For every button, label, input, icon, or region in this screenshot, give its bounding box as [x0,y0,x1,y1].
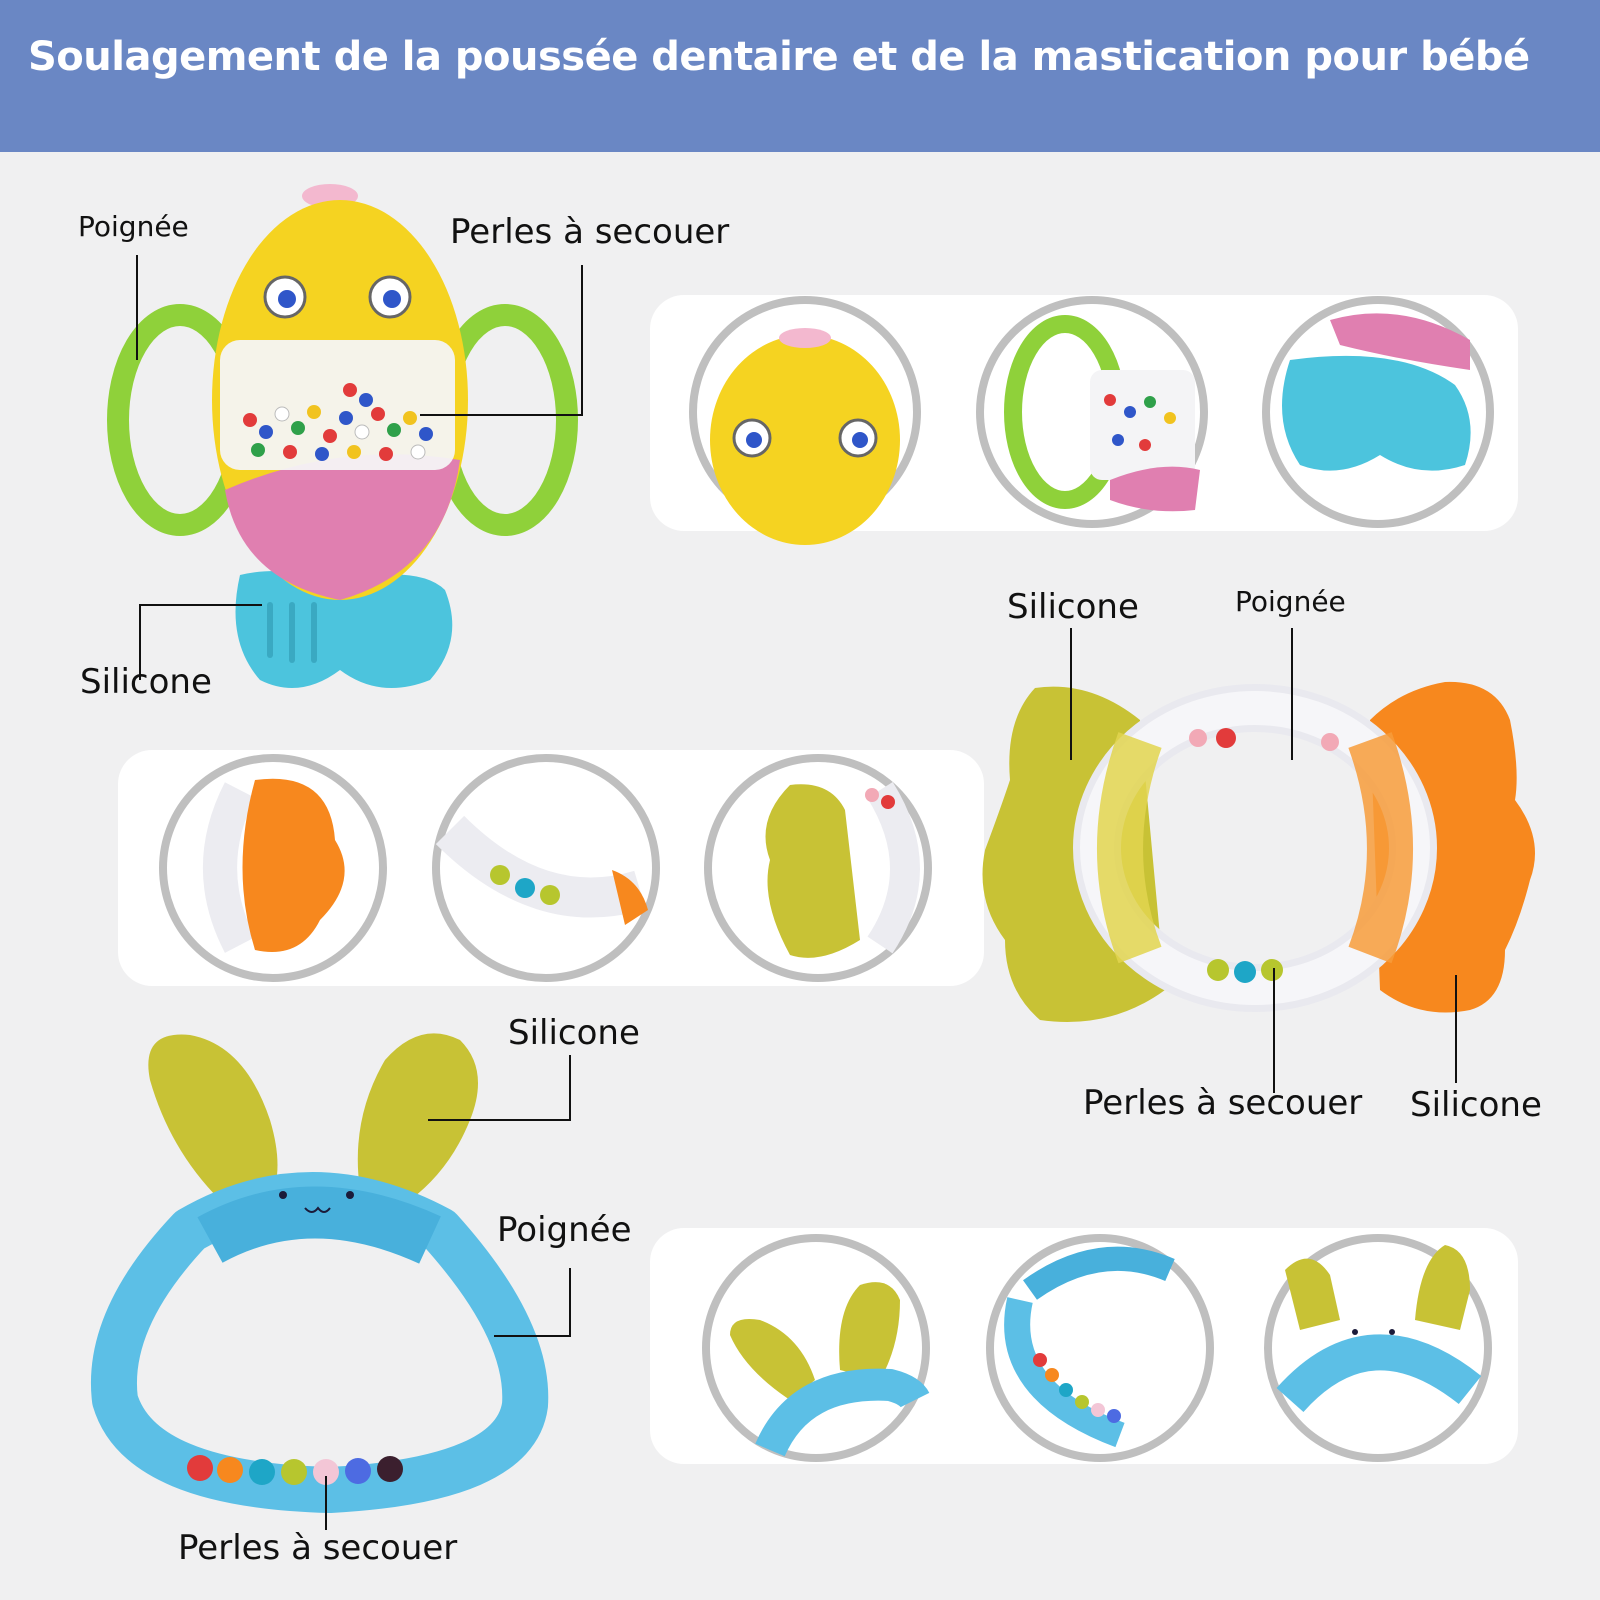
ring-handle-label: Poignée [1235,585,1346,618]
teether-ring-image [982,681,1535,1022]
bunny-beads [187,1455,403,1485]
ring-beads-label: Perles à secouer [1083,1083,1363,1123]
bunny-silicone-label: Silicone [508,1013,640,1053]
banner-title: Soulagement de la poussée dentaire et de… [28,34,1530,80]
fish-detail-circles [689,296,1494,545]
bunny-detail-circles [702,1234,1492,1462]
ring-silicone-right-label: Silicone [1410,1085,1542,1125]
bunny-handle [91,1172,549,1513]
ring-detail-circles [159,754,932,982]
bunny-left-ear [148,1034,278,1200]
fish-handle-label: Poignée [78,210,189,243]
bunny-beads-label: Perles à secouer [178,1528,458,1568]
fish-rattle-image [107,184,578,688]
fish-beads-label: Perles à secouer [450,212,730,252]
bunny-rattle-image [91,1033,549,1513]
bunny-handle-label: Poignée [497,1210,632,1250]
bunny-right-ear [357,1033,478,1200]
fish-bead-window [220,340,455,470]
fish-silicone-label: Silicone [80,662,212,702]
header-banner: Soulagement de la poussée dentaire et de… [0,0,1600,152]
fish-beads [243,383,433,461]
fish-pink-belly [225,454,460,600]
ring-silicone-left-label: Silicone [1007,587,1139,627]
